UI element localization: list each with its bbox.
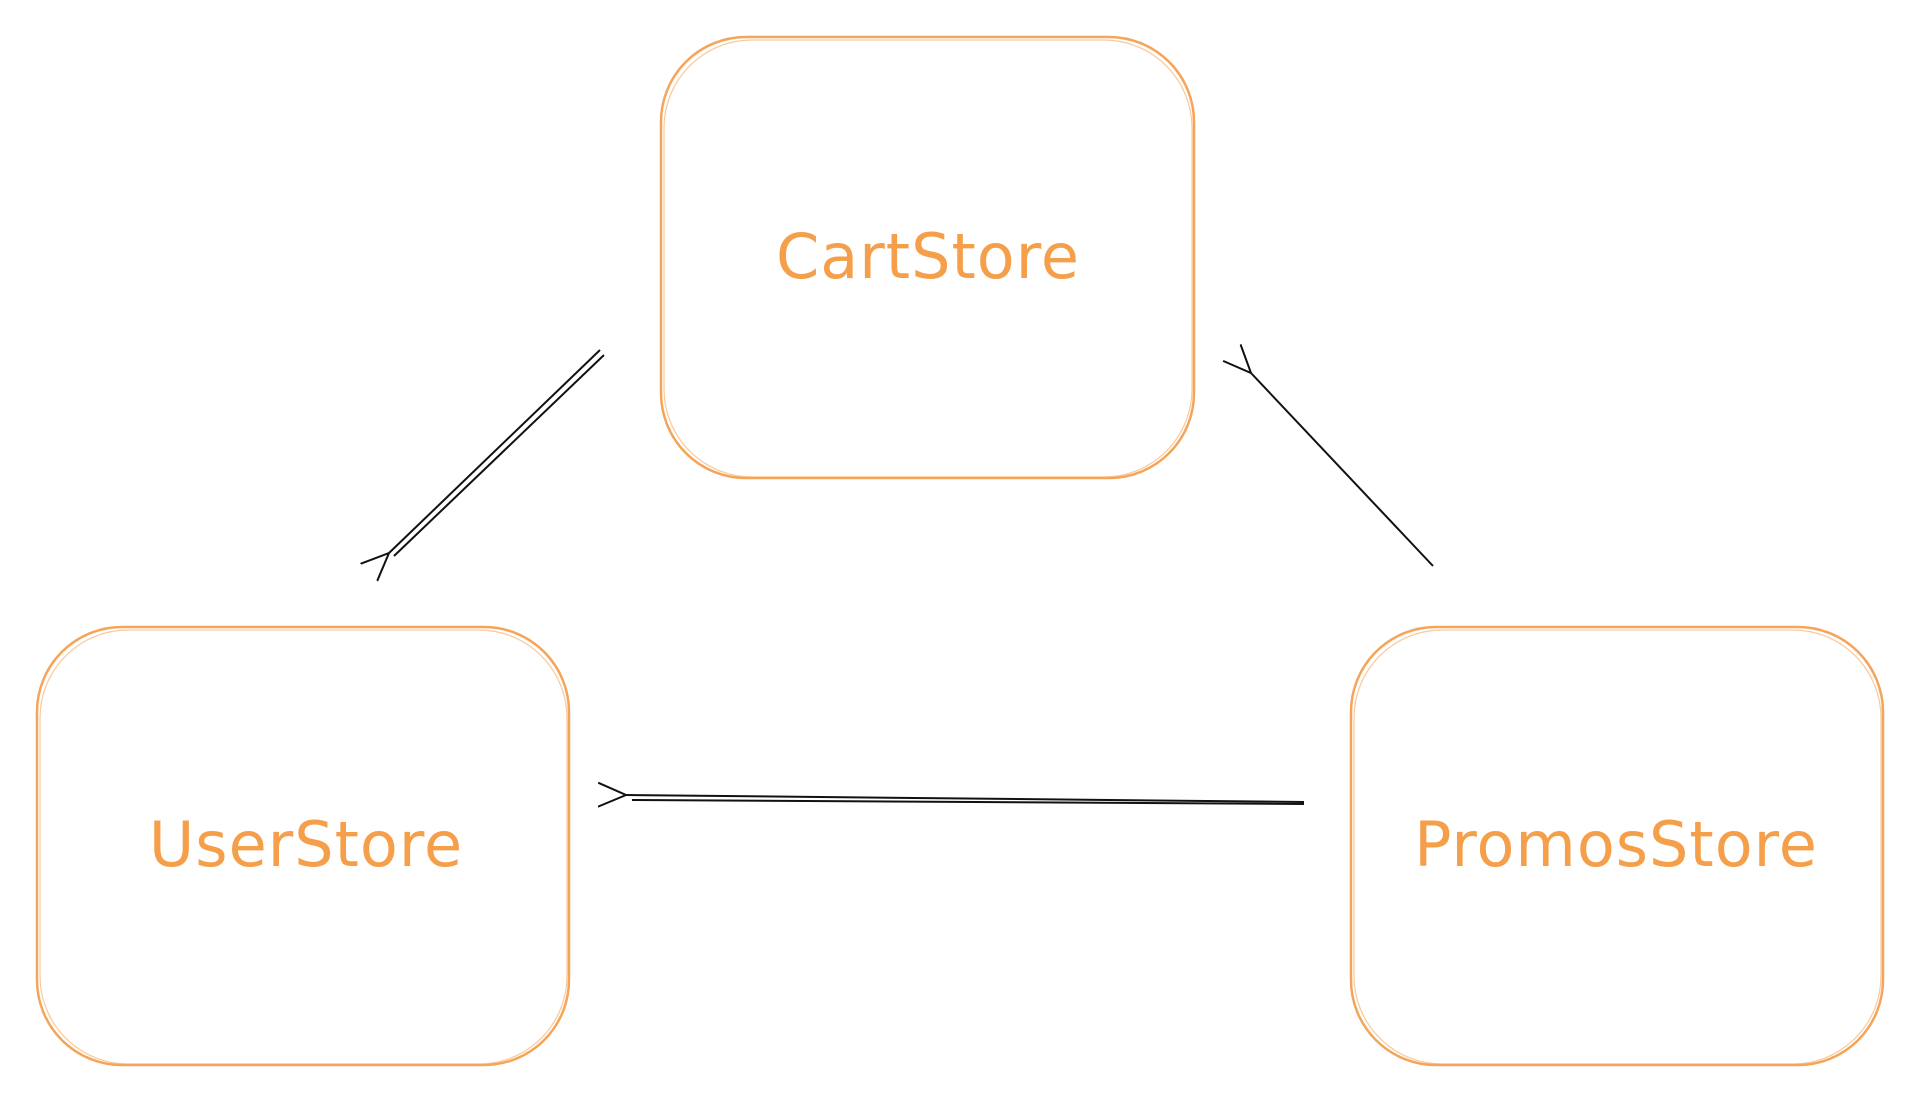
node-cart-store[interactable]: CartStore [659, 35, 1196, 480]
node-label: CartStore [776, 220, 1080, 293]
arrow-cart-to-user [389, 349, 605, 556]
node-label: UserStore [149, 808, 463, 881]
arrow-promos-to-user [626, 795, 1305, 804]
arrow-promos-to-cart [1251, 373, 1434, 567]
node-label: PromosStore [1414, 808, 1818, 881]
node-promos-store[interactable]: PromosStore [1349, 625, 1885, 1067]
node-user-store[interactable]: UserStore [35, 625, 571, 1067]
